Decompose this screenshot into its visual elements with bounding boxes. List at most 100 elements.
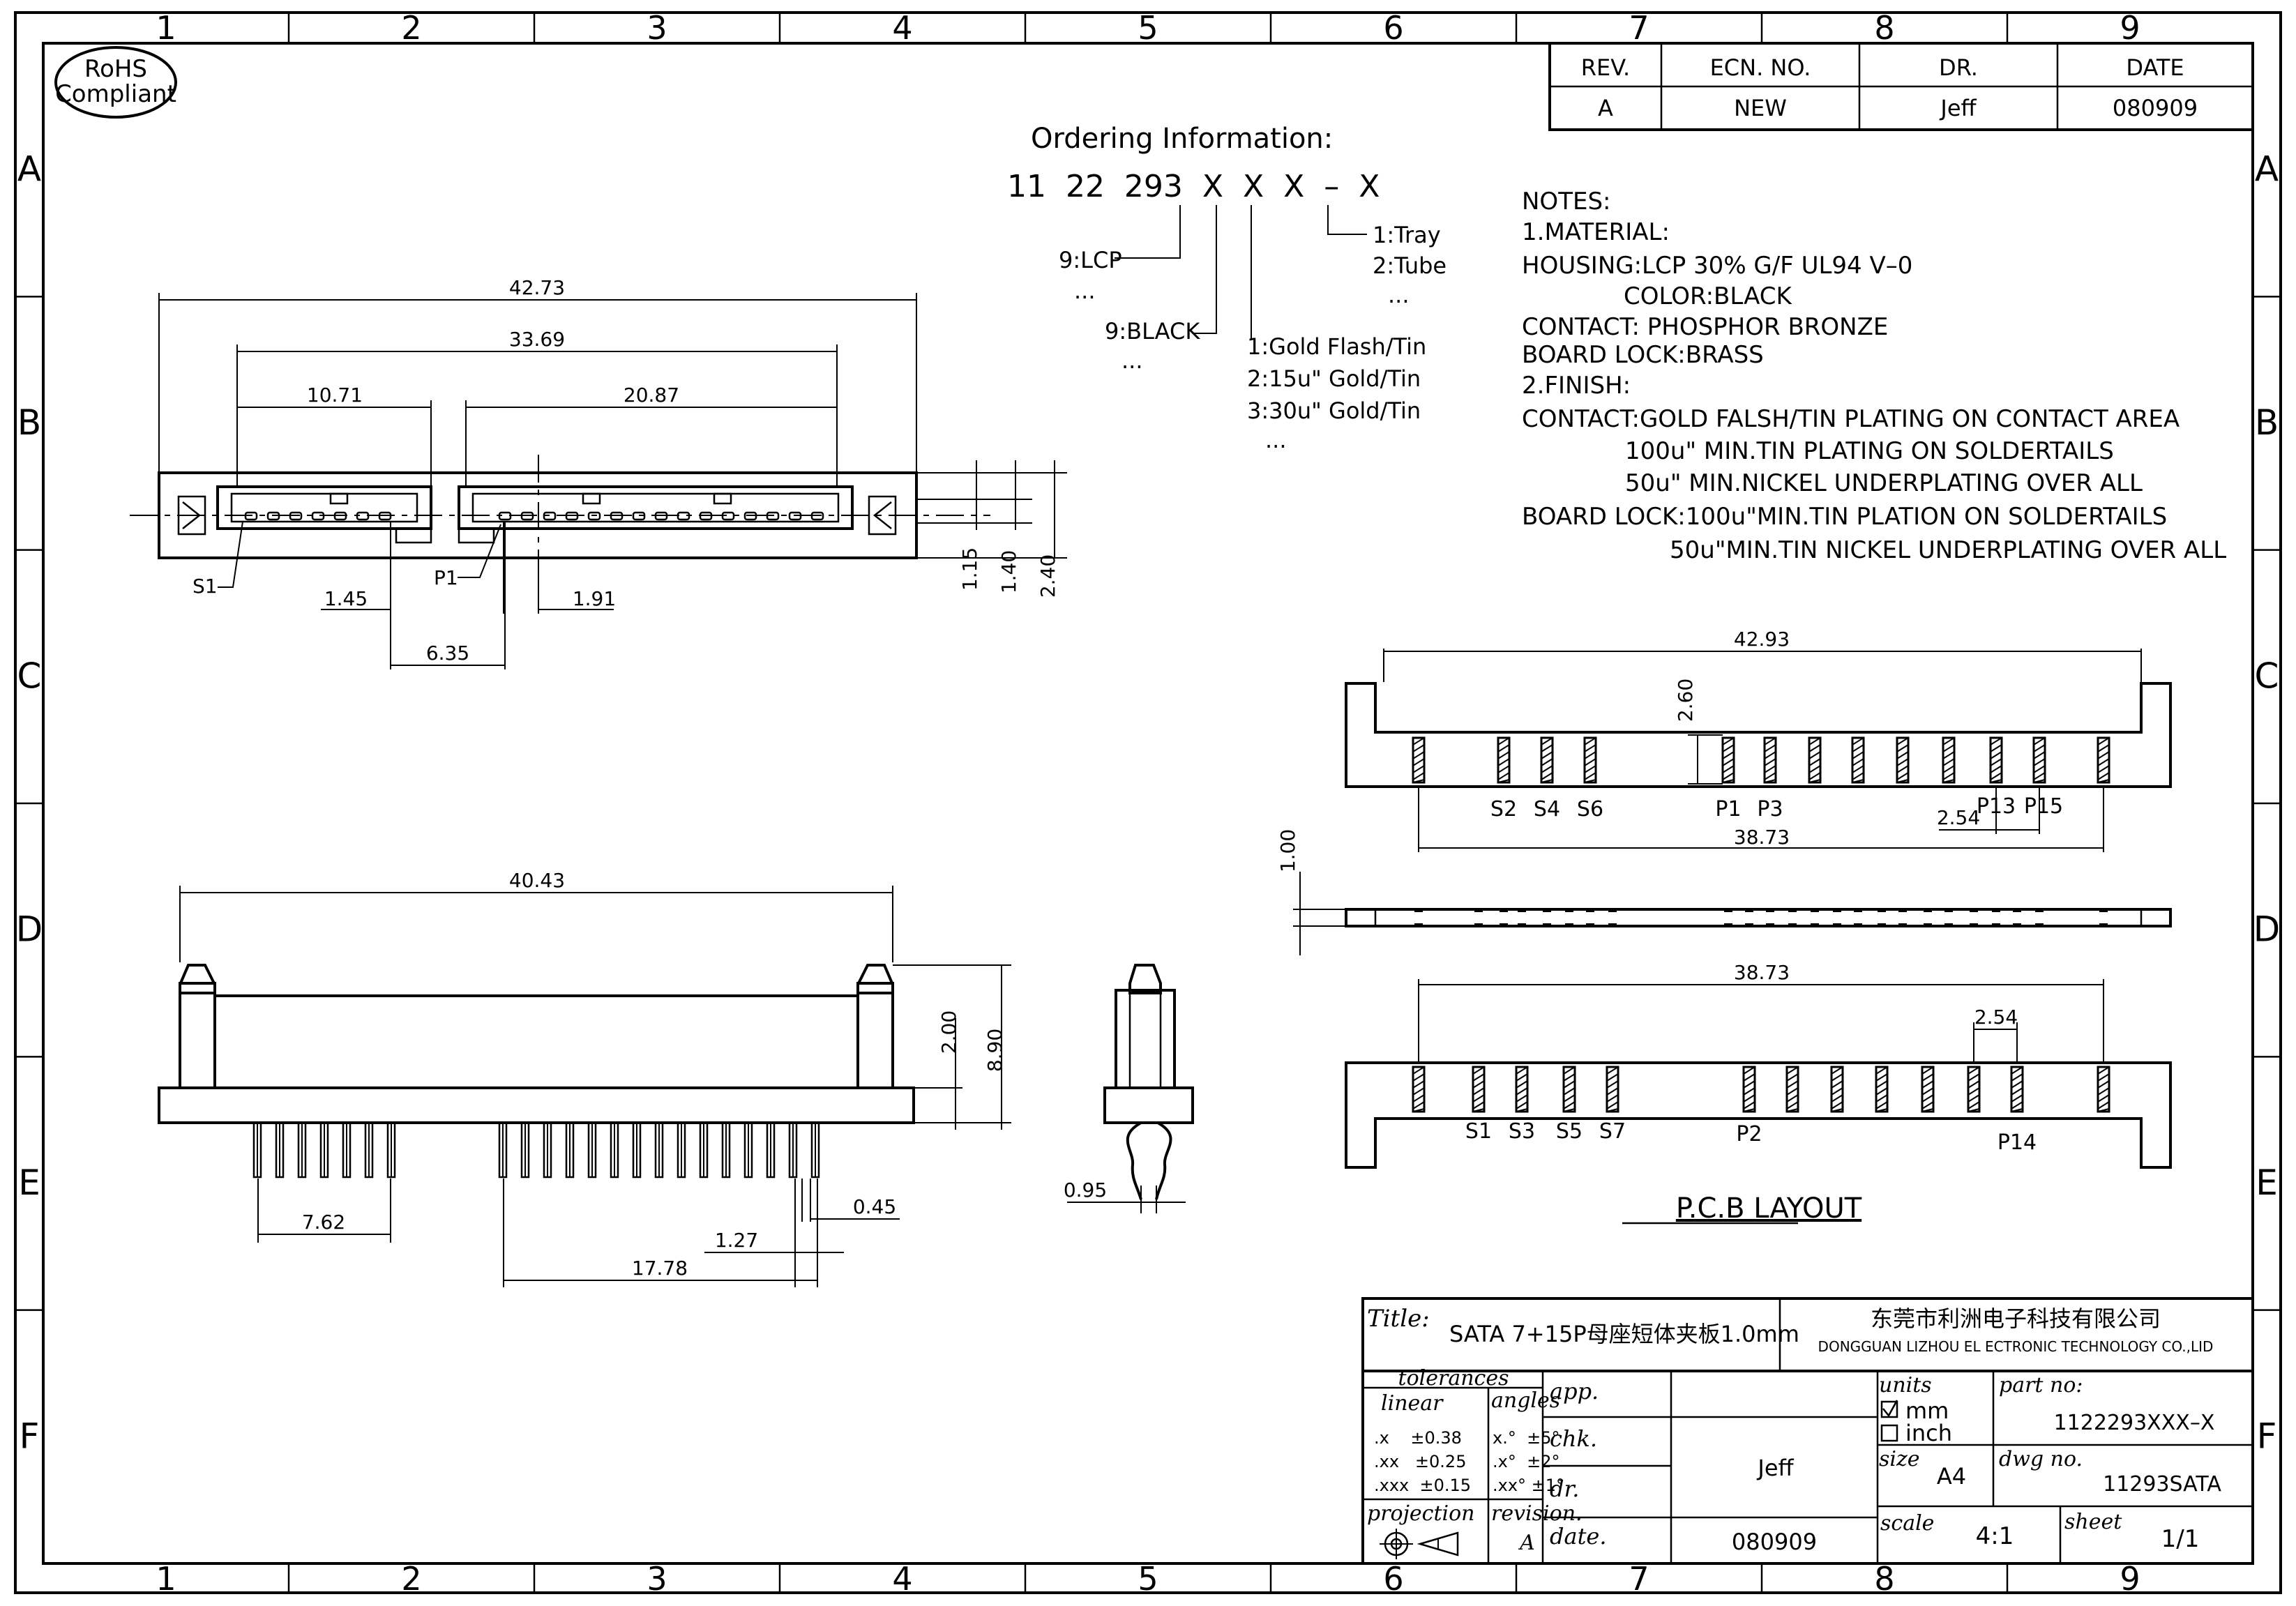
zone-col-label: 5 [1138,9,1158,47]
pad-label-s5: S5 [1556,1119,1583,1144]
pad-hatch [1942,737,1955,745]
pad-hatch [1875,1080,1888,1089]
pad-hatch [2097,1094,2110,1103]
pad-hatch [1808,751,1821,759]
pad-hatch [1921,1101,1934,1109]
rohs-line2: Compliant [55,80,176,108]
pad-hatch [1896,751,1909,759]
ecn-header: ECN. NO. [1710,54,1811,81]
projection-label: projection [1367,1501,1475,1526]
power-contact [587,511,601,521]
pad-hatch [1563,1094,1576,1103]
pad-hatch [2011,1101,2023,1109]
pad-hatch [1472,1101,1485,1109]
rev-value: A [1598,95,1613,121]
pad-hatch [2097,1073,2110,1082]
zone-row-label: F [20,1416,40,1456]
pad-hatch [1921,1087,1934,1096]
pad-hatch [1921,1108,1934,1112]
pad-hatch [1852,737,1864,745]
pad-hatch [1743,1073,1755,1082]
pad-hatch [1968,1080,1980,1089]
note-line-5: BOARD LOCK:BRASS [1522,341,1764,369]
zone-row-label: C [2255,656,2279,696]
pcb-layout-top: 42.93 2.60 2.54 38.73 S2 S4 S6 P1 P3 P13… [1345,628,2172,852]
ordering-code: 11 22 293 X X X – X [1007,169,1380,204]
pad-hatch [1786,1108,1799,1112]
dim-33-69: 33.69 [509,328,565,351]
pcb-dim-42-93: 42.93 [1734,628,1790,651]
size-label: size [1879,1447,1920,1471]
pad-label-p15: P15 [2024,794,2063,819]
dim-2-40: 2.40 [1036,554,1059,598]
dim-1-45: 1.45 [324,587,368,610]
pad-hatch [1852,751,1864,759]
pad-hatch [1896,744,1909,752]
zone-row-label: E [18,1162,40,1203]
note-line-2: HOUSING:LCP 30% G/F UL94 V–0 [1522,252,1912,280]
pad-hatch [1875,1094,1888,1103]
front-pins [252,1121,820,1179]
zone-col-label: 7 [1629,1560,1649,1598]
pad-hatch [1743,1101,1755,1109]
pad-hatch [1516,1066,1528,1075]
pad-hatch [1584,779,1596,783]
pad-hatch [1990,772,2002,780]
zone-col-label: 4 [892,9,912,47]
pad-hatch [1412,737,1425,745]
pad-hatch [1722,744,1735,752]
app-label: app. [1550,1378,1599,1404]
pad-hatch [1606,1080,1619,1089]
zone-col-label: 1 [156,9,176,47]
pad-hatch [1831,1108,1843,1112]
pad-hatch [1831,1080,1843,1089]
pad-label-p13: P13 [1977,794,2016,819]
pad-hatch [1875,1101,1888,1109]
pad-hatch [1584,751,1596,759]
pad-hatch [1541,737,1553,745]
pad-hatch [1831,1066,1843,1075]
linear-tol-1: .x ±0.38 [1374,1428,1462,1448]
outer-border [14,11,2282,1594]
dim-17-78: 17.78 [632,1257,688,1280]
pad-hatch [1896,737,1909,745]
pad-hatch [1472,1108,1485,1112]
pad-hatch [1808,779,1821,783]
zone-col-label: 7 [1629,9,1649,47]
zone-row-label: C [17,656,42,696]
pad-hatch [1942,744,1955,752]
ordering-title: Ordering Information: [1031,123,1333,155]
note-line-0: NOTES: [1522,188,1610,215]
dim-2-00: 2.00 [937,1010,960,1054]
pad-hatch [1942,751,1955,759]
pad-hatch [1722,751,1735,759]
pad-hatch [1412,772,1425,780]
pad-hatch [1990,737,2002,745]
dim-6-35: 6.35 [426,642,469,665]
pad-label-s3: S3 [1509,1119,1535,1144]
zone-col-label: 2 [401,1560,421,1598]
pad-hatch [1990,751,2002,759]
color-option-1: 9:BLACK [1105,318,1200,344]
pad-hatch [1722,737,1735,745]
unit-mm: mm [1905,1397,1949,1424]
inner-border [42,42,2254,1565]
title-block: Title: SATA 7+15P母座短体夹板1.0mm 东莞市利洲电子科技有限… [1361,1297,2254,1565]
date-header: DATE [2126,54,2184,81]
pad-hatch [1743,1094,1755,1103]
pad-hatch [1764,744,1776,752]
pad-hatch [1722,779,1735,783]
pad-label-s6: S6 [1577,797,1603,821]
dim-8-90: 8.90 [983,1029,1006,1072]
pad-hatch [1852,744,1864,752]
pad-hatch [1896,779,1909,783]
pad-hatch [1990,758,2002,766]
top-view: 42.73 33.69 10.71 20.87 1.45 1.91 6.35 1… [130,276,1067,669]
pad-hatch [1541,758,1553,766]
zone-row-label: B [17,402,41,443]
sheet-value: 1/1 [2161,1525,2200,1553]
pad-hatch [1852,765,1864,773]
pad-hatch [1921,1073,1934,1082]
pad-hatch [2097,779,2110,783]
